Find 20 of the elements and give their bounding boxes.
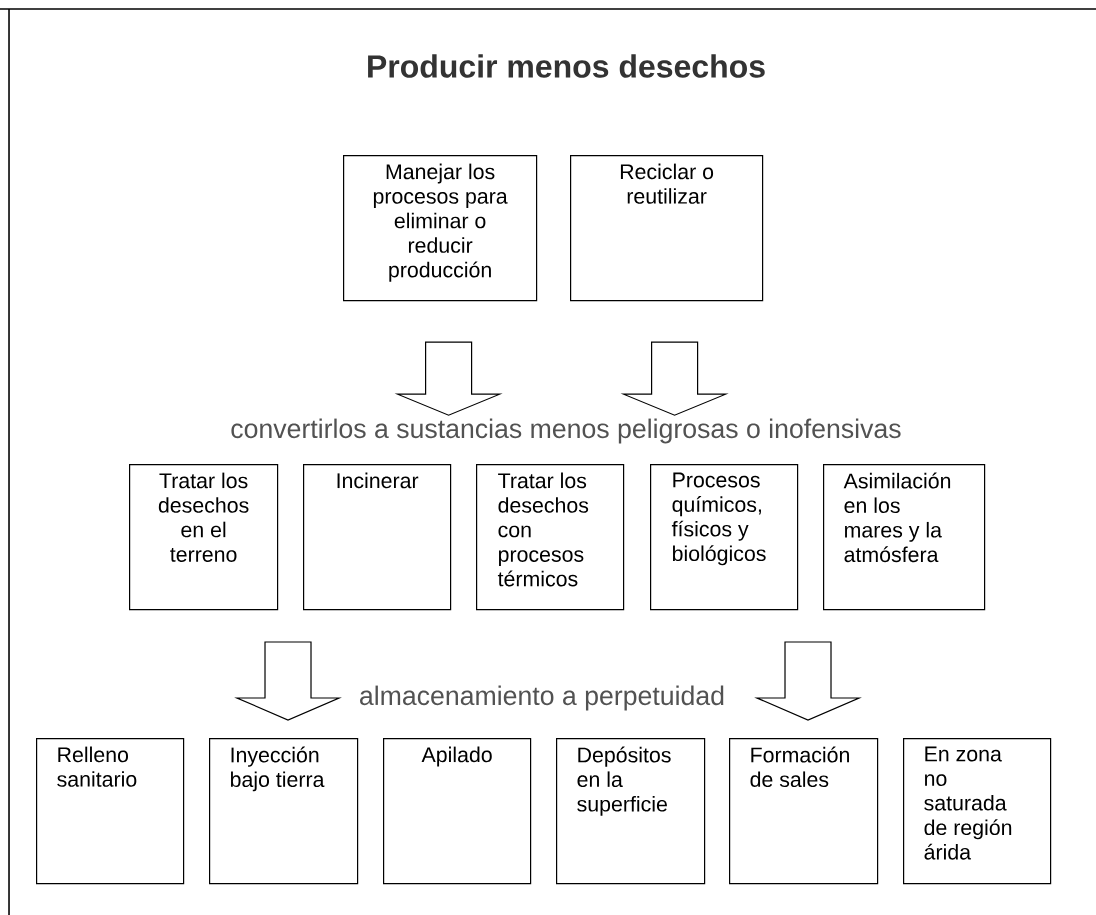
block-arrow [754,641,862,721]
process-box: Tratar los desechos en el terreno [129,464,279,611]
process-box: Incinerar [303,464,452,611]
process-box: Manejar los procesos para eliminar o reducir producción [343,155,538,302]
process-box: Tratar los desechos con procesos térmicos [476,464,625,611]
block-arrow [394,341,503,416]
process-box: Reciclar o reutilizar [570,155,764,302]
block-arrow [620,341,729,416]
block-arrow [234,641,342,721]
process-box: Formación de sales [729,738,879,885]
process-box: Procesos químicos, físicos y biológicos [650,464,799,611]
section-heading: convertirlos a sustancias menos peligrosas o inofensivas [231,418,901,444]
process-box: En zona no saturada de región árida [903,738,1052,885]
process-box: Apilado [383,738,532,885]
title: Producir menos desechos [368,54,765,78]
process-box: Depósitos en la superficie [556,738,706,885]
process-box: Asimilación en los mares y la atmósfera [823,464,986,611]
process-box: Relleno sanitario [36,738,185,885]
section-heading: almacenamiento a perpetuidad [360,685,724,711]
process-box: Inyección bajo tierra [209,738,359,885]
